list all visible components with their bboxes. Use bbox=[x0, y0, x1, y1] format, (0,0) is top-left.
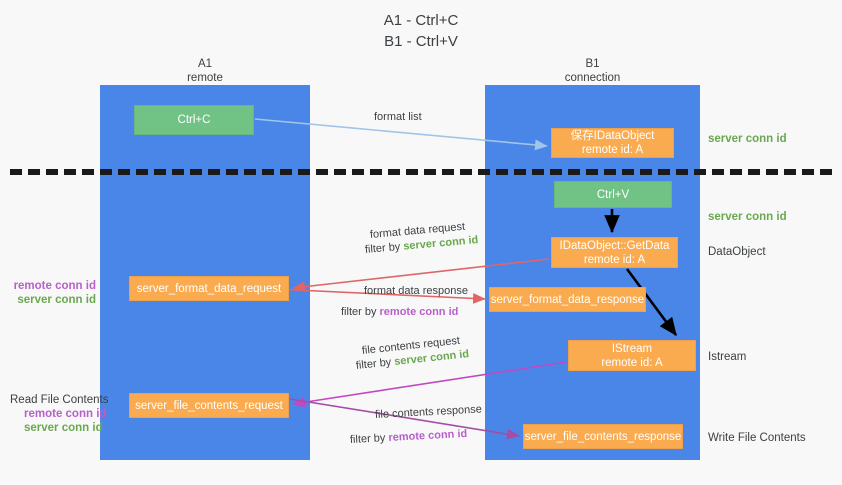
label-read-file-contents-group: Read File Contents remote conn id server… bbox=[10, 393, 130, 435]
label-write-file-contents: Write File Contents bbox=[708, 432, 806, 444]
node-idataobject-getdata[interactable]: IDataObject::GetData remote id: A bbox=[551, 237, 678, 268]
label-server-conn-id-2: server conn id bbox=[24, 422, 103, 434]
label-remote-conn-id-2: remote conn id bbox=[24, 408, 107, 420]
lane-header-b1: B1 connection bbox=[485, 57, 700, 85]
node-istream-line2: remote id: A bbox=[601, 356, 663, 369]
caption-format-data-response-filter-prefix: filter by bbox=[341, 306, 380, 318]
title-line-2: B1 - Ctrl+V bbox=[384, 33, 458, 50]
node-server-file-contents-request[interactable]: server_file_contents_request bbox=[129, 393, 289, 418]
node-save-idataobject[interactable]: 保存IDataObject remote id: A bbox=[551, 128, 674, 158]
node-ctrl-c-label: Ctrl+C bbox=[177, 114, 211, 126]
node-save-idataobject-line2: remote id: A bbox=[581, 144, 644, 156]
node-idataobject-getdata-line1: IDataObject::GetData bbox=[559, 239, 670, 252]
lane-header-a1-sub: remote bbox=[187, 72, 223, 84]
caption-file-contents-response-filter-value: remote conn id bbox=[388, 427, 468, 444]
node-ctrl-v-label: Ctrl+V bbox=[596, 188, 630, 201]
caption-format-data-response-filter: filter by remote conn id bbox=[341, 305, 458, 320]
label-remote-conn-id-1: remote conn id bbox=[13, 280, 96, 292]
caption-file-contents-response-filter: filter by remote conn id bbox=[350, 427, 468, 448]
caption-format-data-response: format data response bbox=[364, 285, 468, 297]
lane-header-a1-name: A1 bbox=[197, 58, 213, 70]
node-istream-line1: IStream bbox=[611, 342, 653, 355]
node-save-idataobject-line1: 保存IDataObject bbox=[570, 130, 655, 142]
lane-header-a1: A1 remote bbox=[100, 57, 310, 85]
node-server-format-data-request-label: server_format_data_request bbox=[136, 282, 282, 295]
node-ctrl-v[interactable]: Ctrl+V bbox=[554, 181, 672, 208]
lane-header-b1-name: B1 bbox=[585, 58, 600, 70]
label-server-conn-id-mid: server conn id bbox=[708, 211, 787, 223]
label-dataobject: DataObject bbox=[708, 246, 766, 258]
label-read-file-contents: Read File Contents bbox=[10, 394, 109, 406]
caption-format-list: format list bbox=[374, 111, 422, 123]
caption-file-contents-request-filter-prefix: filter by bbox=[355, 356, 395, 372]
node-idataobject-getdata-line2: remote id: A bbox=[583, 253, 646, 266]
node-istream[interactable]: IStream remote id: A bbox=[568, 340, 696, 371]
label-server-conn-id-1: server conn id bbox=[17, 294, 96, 306]
label-istream: Istream bbox=[708, 351, 747, 363]
caption-format-data-response-filter-value: remote conn id bbox=[379, 306, 459, 318]
label-conn-ids-format: remote conn id server conn id bbox=[10, 279, 96, 307]
node-server-format-data-request[interactable]: server_format_data_request bbox=[129, 276, 289, 301]
node-server-format-data-response[interactable]: server_format_data_response bbox=[489, 287, 646, 312]
title-line-1: A1 - Ctrl+C bbox=[383, 12, 459, 29]
page-title: A1 - Ctrl+C B1 - Ctrl+V bbox=[0, 10, 842, 52]
caption-file-contents-response-filter-prefix: filter by bbox=[349, 431, 389, 446]
lane-header-b1-sub: connection bbox=[564, 72, 621, 84]
caption-file-contents-response: file contents response bbox=[374, 403, 483, 421]
node-server-file-contents-request-label: server_file_contents_request bbox=[135, 399, 283, 412]
caption-format-data-request-filter-prefix: filter by bbox=[364, 240, 404, 256]
node-server-file-contents-response[interactable]: server_file_contents_response bbox=[523, 424, 683, 449]
label-server-conn-id-top: server conn id bbox=[708, 133, 787, 145]
node-ctrl-c[interactable]: Ctrl+C bbox=[134, 105, 254, 135]
node-server-file-contents-response-label: server_file_contents_response bbox=[524, 430, 682, 443]
dashed-separator bbox=[10, 169, 832, 175]
node-server-format-data-response-label: server_format_data_response bbox=[490, 293, 645, 306]
